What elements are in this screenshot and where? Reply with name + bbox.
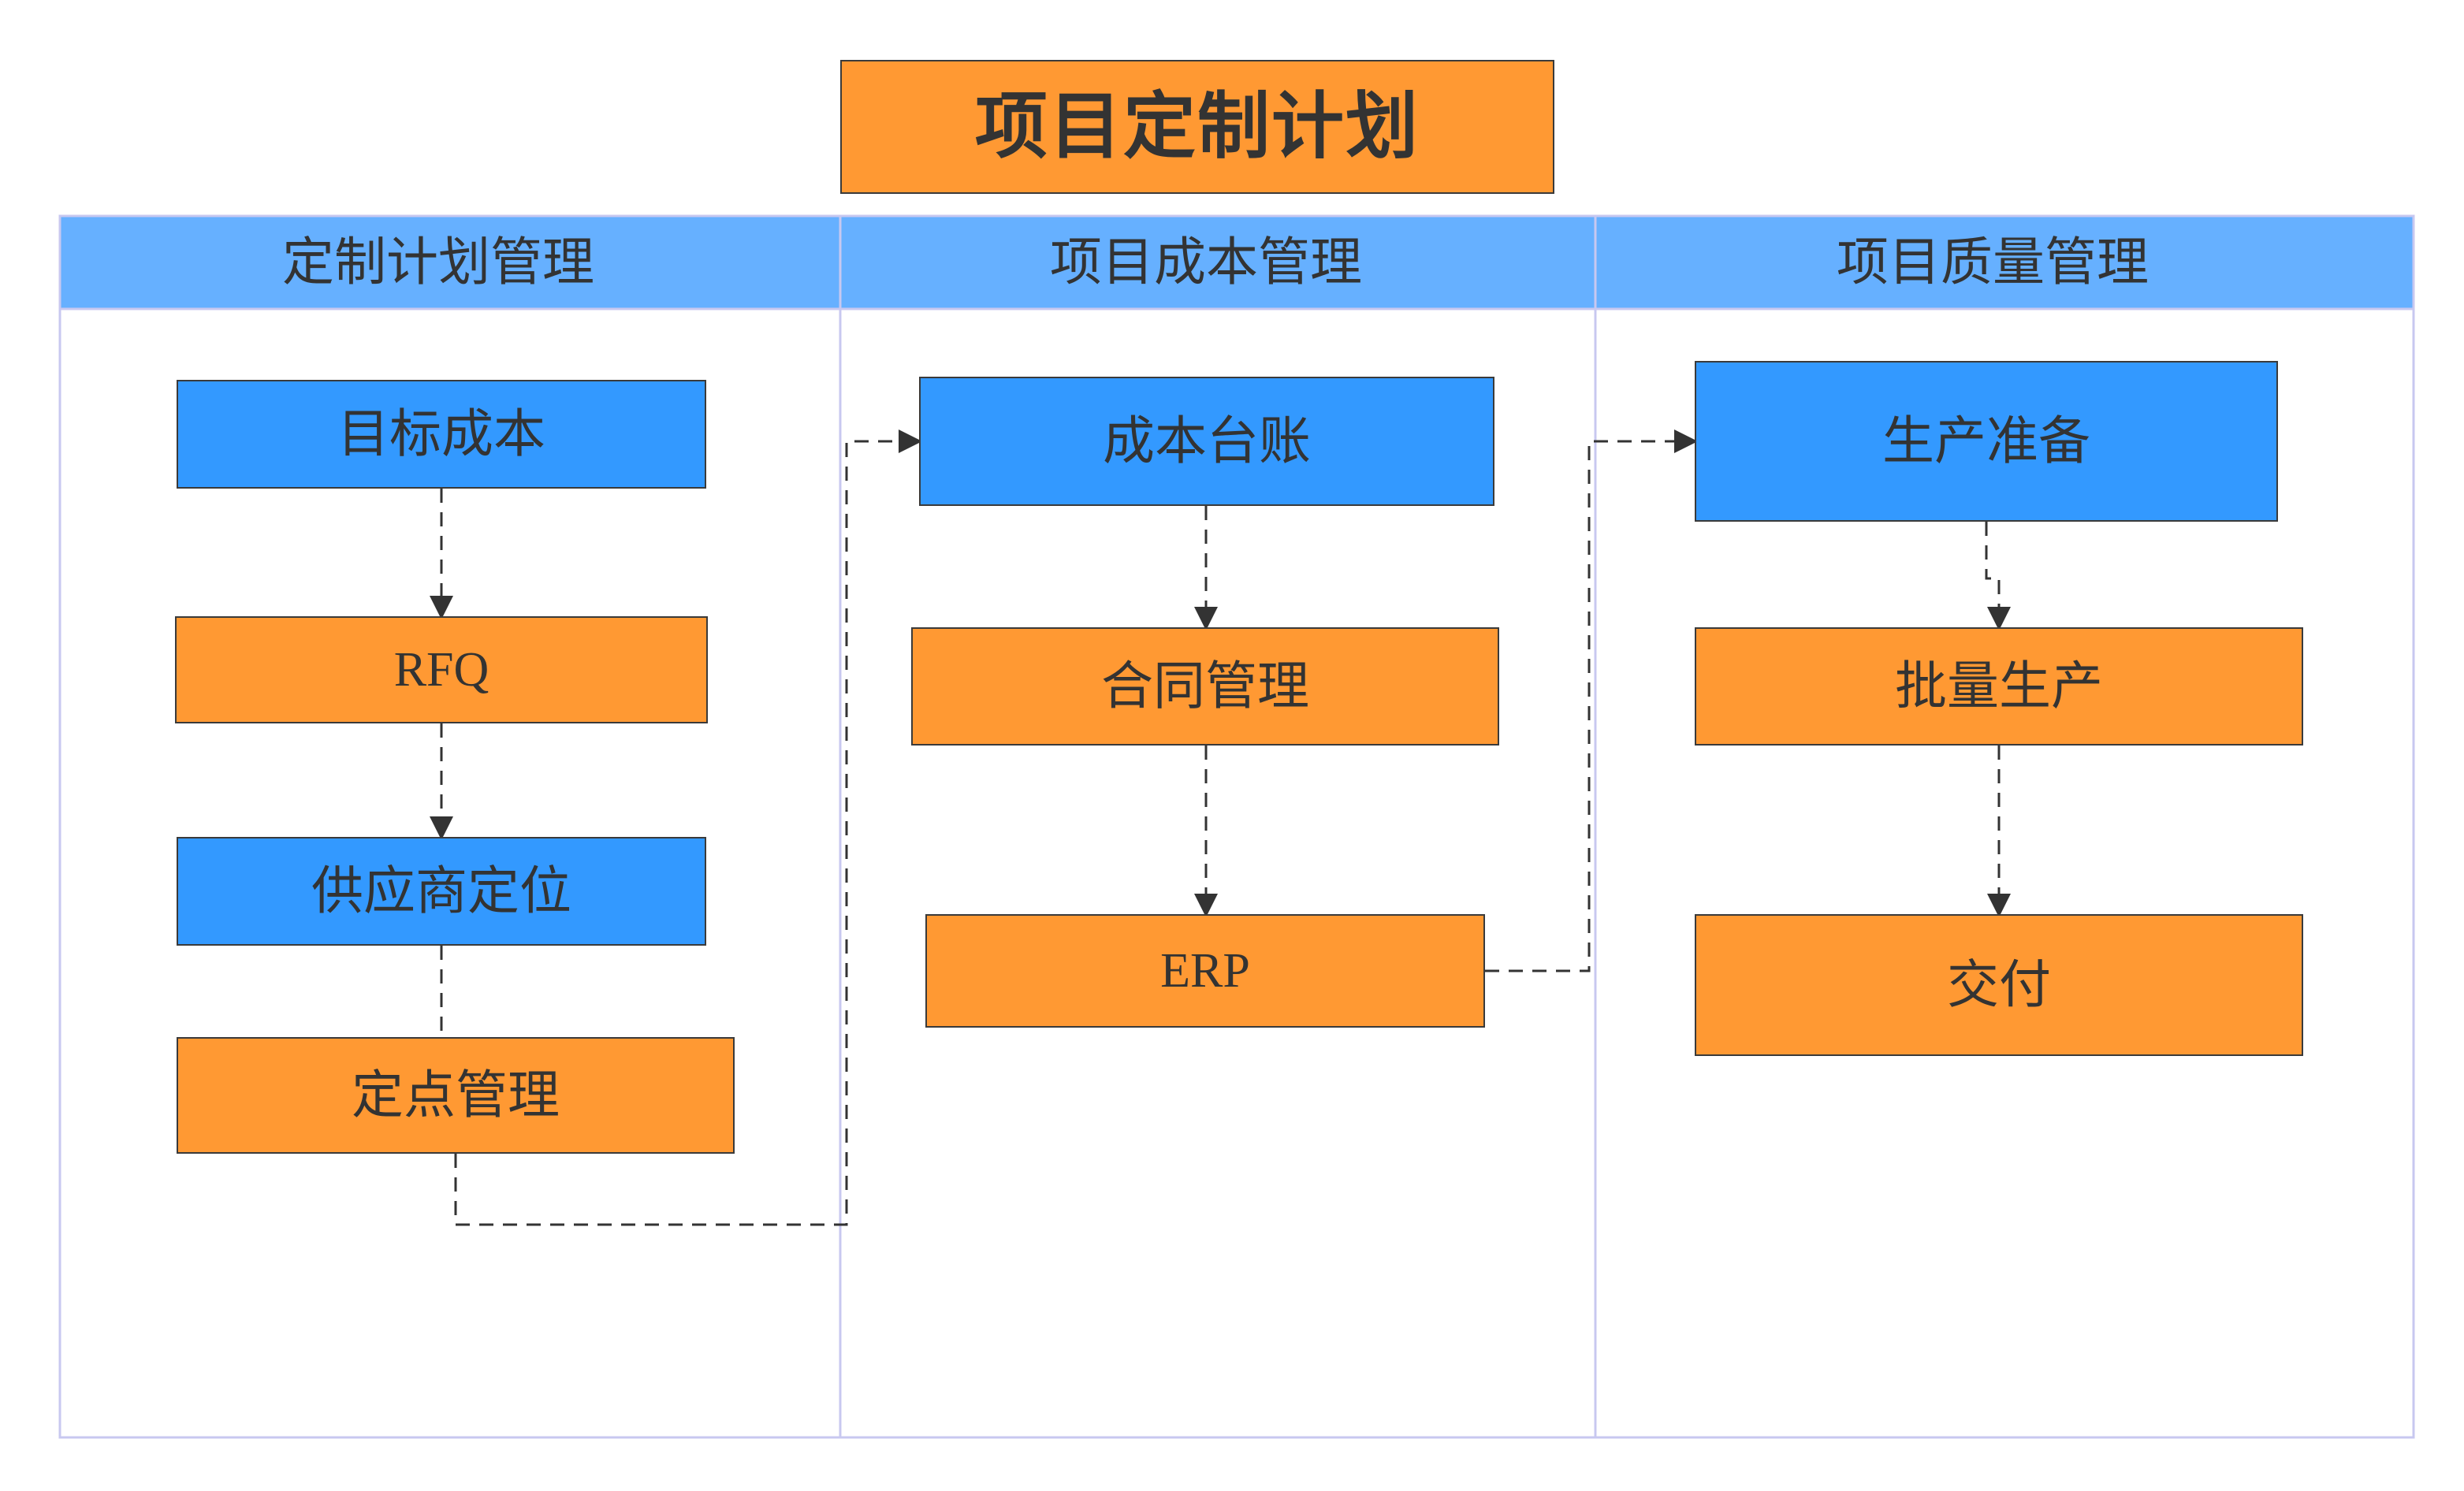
node-mass-production: 批量生产	[1695, 627, 2303, 746]
node-delivery: 交付	[1695, 914, 2303, 1056]
lane-header-bar-project-quality	[1594, 214, 2415, 310]
node-target-cost: 目标成本	[177, 380, 706, 489]
lane-header-bar-project-cost	[839, 214, 1597, 310]
node-rfq: RFQ	[175, 616, 708, 723]
connector-lines	[430, 429, 2011, 1226]
node-nomination-management: 定点管理	[177, 1037, 735, 1154]
node-supplier-positioning: 供应商定位	[177, 837, 706, 946]
lane-header-custom-plan: 定制计划管理	[282, 232, 594, 292]
node-production-prep: 生产准备	[1695, 361, 2278, 522]
connector-erp-to-production-prep	[1485, 429, 1698, 972]
node-erp: ERP	[925, 914, 1485, 1028]
diagram-title: 项目定制计划	[840, 60, 1554, 194]
node-contract-management: 合同管理	[911, 627, 1499, 746]
lane-header-project-quality: 项目质量管理	[1837, 232, 2149, 292]
connector-production-prep-to-mass-production	[1985, 522, 2011, 630]
node-cost-ledger: 成本台账	[919, 377, 1494, 506]
connector-nomination-to-cost-ledger	[454, 429, 922, 1226]
lane-header-bar-custom-plan	[58, 214, 842, 310]
swimlane-frames	[58, 214, 2415, 1439]
lane-header-project-cost: 项目成本管理	[1050, 232, 1362, 292]
